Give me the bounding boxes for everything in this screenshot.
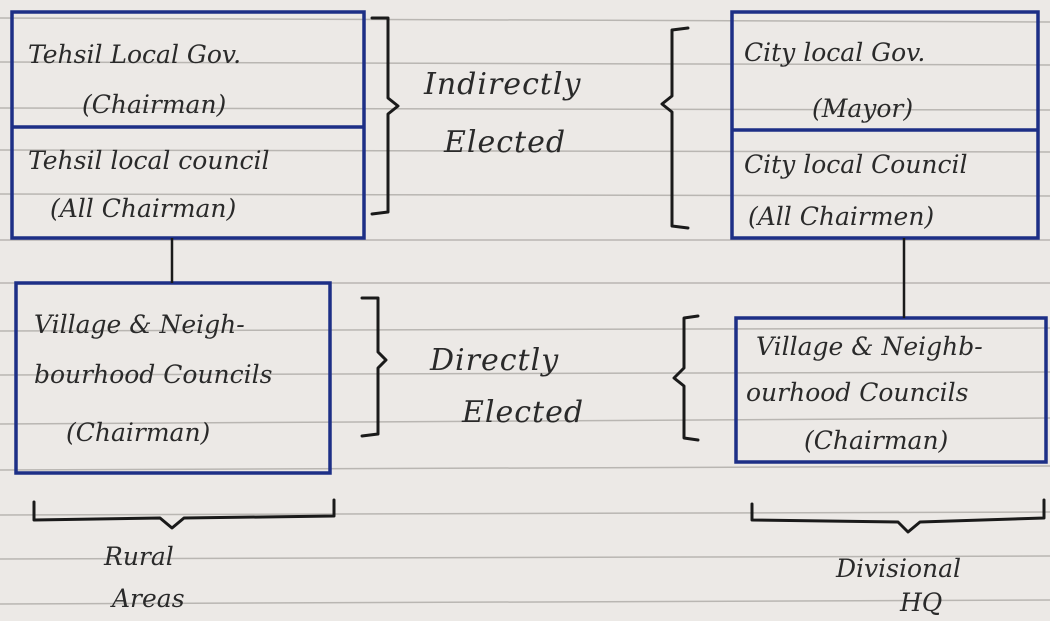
city-council-subtitle: (All Chairmen) bbox=[748, 202, 935, 231]
brace-bottom-rural bbox=[32, 498, 336, 530]
brace-left-direct-right bbox=[672, 314, 700, 442]
indirectly-elected-line1: Indirectly bbox=[424, 67, 582, 102]
directly-elected-line2: Elected bbox=[462, 395, 585, 430]
city-gov-subtitle: (Mayor) bbox=[812, 94, 914, 123]
brace-left-indirect-right bbox=[660, 26, 690, 230]
brace-bottom-hq bbox=[750, 498, 1046, 534]
rural-village-line3: (Chairman) bbox=[66, 418, 211, 447]
tehsil-council-title: Tehsil local council bbox=[28, 146, 270, 175]
rural-label-line1: Rural bbox=[104, 542, 174, 571]
brace-right-indirect-left bbox=[370, 16, 400, 216]
brace-right-direct-left bbox=[360, 296, 388, 438]
rural-label-line2: Areas bbox=[112, 584, 185, 613]
directly-elected-line1: Directly bbox=[430, 343, 560, 378]
rural-village-line2: bourhood Councils bbox=[34, 360, 273, 389]
hq-village-box bbox=[734, 316, 1048, 464]
tehsil-box bbox=[10, 10, 366, 240]
hq-label-line2: HQ bbox=[900, 588, 943, 617]
hq-village-line3: (Chairman) bbox=[804, 426, 949, 455]
hq-village-line1: Village & Neighb- bbox=[756, 332, 983, 361]
tehsil-gov-subtitle: (Chairman) bbox=[82, 90, 227, 119]
city-council-title: City local Council bbox=[744, 150, 968, 179]
indirectly-elected-line2: Elected bbox=[444, 125, 567, 160]
city-box bbox=[730, 10, 1040, 240]
hq-label-line1: Divisional bbox=[836, 554, 962, 583]
tehsil-council-subtitle: (All Chairman) bbox=[50, 194, 237, 223]
city-gov-title: City local Gov. bbox=[744, 38, 926, 67]
hq-village-line2: ourhood Councils bbox=[746, 378, 969, 407]
tehsil-gov-title: Tehsil Local Gov. bbox=[28, 40, 242, 69]
ruled-lines bbox=[0, 17, 1050, 605]
rural-village-line1: Village & Neigh- bbox=[34, 310, 245, 339]
